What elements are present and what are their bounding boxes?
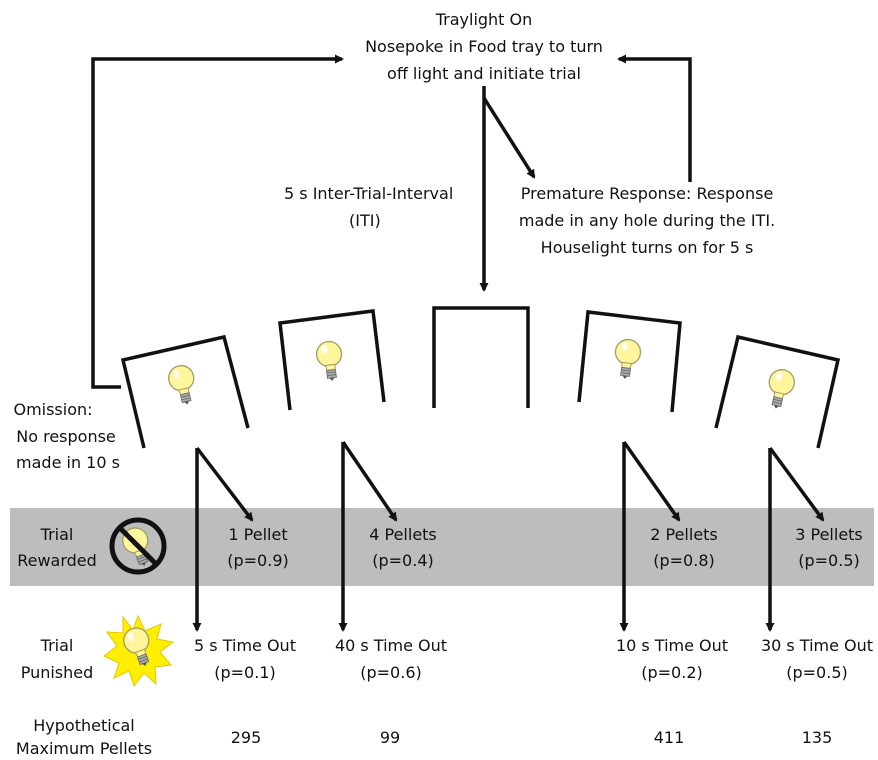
- option-1-reward-arrow: [195, 446, 254, 522]
- option-3-punishment: 10 s Time Out: [615, 636, 729, 655]
- max-row-label-2: Maximum Pellets: [15, 739, 153, 758]
- rewarded-row-label-2: Rewarded: [17, 551, 97, 570]
- premature-label-2: made in any hole during the ITI.: [518, 211, 776, 230]
- omission-detail-1: No response: [16, 427, 116, 446]
- option-2-punishment-probability: (p=0.6): [360, 663, 422, 682]
- no-light-icon: [109, 517, 167, 575]
- premature-label-1: Premature Response: Response: [520, 184, 774, 203]
- traylight-instruction-1: Nosepoke in Food tray to turn: [365, 37, 603, 56]
- option-1-punishment-probability: (p=0.1): [214, 663, 276, 682]
- option-3-max-pellets: 411: [653, 728, 685, 747]
- punished-row-label-2: Punished: [20, 663, 94, 682]
- hole-1-light-icon: [165, 362, 201, 408]
- omission-arrow: [91, 54, 344, 389]
- option-4-reward: 3 Pellets: [795, 525, 863, 544]
- option-3-reward-arrow: [622, 440, 681, 522]
- option-2-reward-probability: (p=0.4): [372, 551, 434, 570]
- iti-label: 5 s Inter-Trial-Interval: [284, 184, 454, 203]
- hole-5: [714, 334, 841, 449]
- hole-1: [120, 334, 250, 449]
- option-4-punishment: 30 s Time Out: [760, 636, 874, 655]
- option-1-max-pellets: 295: [230, 728, 262, 747]
- hole-2: [278, 309, 386, 411]
- premature-arrow: [482, 97, 536, 179]
- hole-4-light-icon: [611, 337, 643, 382]
- omission-detail-2: made in 10 s: [16, 453, 120, 472]
- omission-label: Omission:: [13, 400, 93, 419]
- option-1-punishment: 5 s Time Out: [194, 636, 296, 655]
- option-1-reward-probability: (p=0.9): [227, 551, 289, 570]
- hole-5-light-icon: [762, 366, 798, 412]
- option-4-max-pellets: 135: [801, 728, 833, 747]
- option-3-punishment-probability: (p=0.2): [641, 663, 703, 682]
- option-2-max-pellets: 99: [379, 728, 401, 747]
- hole-4: [577, 310, 682, 413]
- max-row-label-1: Hypothetical: [33, 716, 135, 735]
- rewarded-row-label-1: Trial: [40, 525, 74, 544]
- option-1-reward: 1 Pellet: [228, 525, 288, 544]
- houselight-burst-icon: [103, 614, 175, 688]
- option-2-reward: 4 Pellets: [369, 525, 437, 544]
- punished-row-label-1: Trial: [40, 636, 74, 655]
- premature-return-arrow: [617, 54, 692, 182]
- option-3-reward: 2 Pellets: [650, 525, 718, 544]
- option-2-punishment: 40 s Time Out: [334, 636, 448, 655]
- traylight-label: Traylight On: [435, 10, 533, 29]
- hole-2-light-icon: [314, 339, 346, 384]
- option-4-reward-probability: (p=0.5): [798, 551, 860, 570]
- premature-label-3: Houselight turns on for 5 s: [540, 238, 754, 257]
- option-4-punishment-probability: (p=0.5): [786, 663, 848, 682]
- hole-3: [432, 306, 530, 408]
- option-2-reward-arrow: [341, 441, 398, 522]
- option-4-reward-arrow: [768, 446, 825, 522]
- option-3-reward-probability: (p=0.8): [653, 551, 715, 570]
- traylight-instruction-2: off light and initiate trial: [387, 64, 581, 83]
- iti-abbrev: (ITI): [349, 211, 381, 230]
- reward-band: [10, 508, 874, 586]
